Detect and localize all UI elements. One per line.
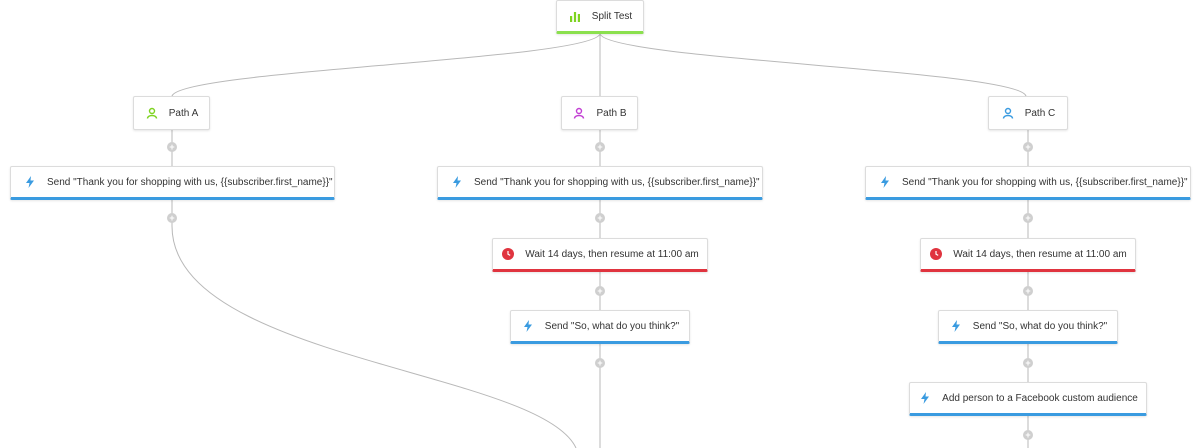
lightning-icon [23,175,37,189]
path-c-node[interactable]: Path C [988,96,1068,130]
send-email-label: Send "Thank you for shopping with us, {{… [902,176,1188,188]
lightning-icon [949,319,963,333]
person-icon [572,106,586,120]
add-step-button[interactable]: + [167,142,177,152]
add-step-button[interactable]: + [595,286,605,296]
facebook-audience-label: Add person to a Facebook custom audience [942,392,1138,404]
path-a-label: Path A [168,107,199,119]
wait-node[interactable]: Wait 14 days, then resume at 11:00 am [920,238,1136,272]
clock-icon [501,247,515,261]
wait-node[interactable]: Wait 14 days, then resume at 11:00 am [492,238,708,272]
add-step-button[interactable]: + [595,142,605,152]
add-step-button[interactable]: + [595,213,605,223]
lightning-icon [521,319,535,333]
path-c-label: Path C [1024,107,1056,119]
path-a-node[interactable]: Path A [133,96,210,130]
split-test-label: Split Test [591,10,633,22]
lightning-icon [878,175,892,189]
path-b-label: Path B [596,107,627,119]
wait-label: Wait 14 days, then resume at 11:00 am [953,248,1127,260]
send-email-label: Send "Thank you for shopping with us, {{… [47,176,333,188]
facebook-audience-node[interactable]: Add person to a Facebook custom audience [909,382,1147,416]
add-step-button[interactable]: + [1023,213,1033,223]
split-test-node[interactable]: Split Test [556,0,644,34]
add-step-button[interactable]: + [595,358,605,368]
send-email-node[interactable]: Send "Thank you for shopping with us, {{… [437,166,763,200]
send-email-node[interactable]: Send "Thank you for shopping with us, {{… [865,166,1191,200]
send-email-label: Send "So, what do you think?" [544,320,680,332]
send-email-node[interactable]: Send "Thank you for shopping with us, {{… [10,166,335,200]
add-step-button[interactable]: + [1023,142,1033,152]
lightning-icon [450,175,464,189]
add-step-button[interactable]: + [1023,430,1033,440]
add-step-button[interactable]: + [167,213,177,223]
path-b-node[interactable]: Path B [561,96,638,130]
person-icon [145,106,159,120]
person-icon [1001,106,1015,120]
add-step-button[interactable]: + [1023,286,1033,296]
wait-label: Wait 14 days, then resume at 11:00 am [525,248,699,260]
bar-chart-icon [568,9,582,23]
lightning-icon [918,391,932,405]
add-step-button[interactable]: + [1023,358,1033,368]
clock-icon [929,247,943,261]
send-email-node[interactable]: Send "So, what do you think?" [510,310,690,344]
send-email-label: Send "So, what do you think?" [972,320,1108,332]
send-email-label: Send "Thank you for shopping with us, {{… [474,176,760,188]
send-email-node[interactable]: Send "So, what do you think?" [938,310,1118,344]
